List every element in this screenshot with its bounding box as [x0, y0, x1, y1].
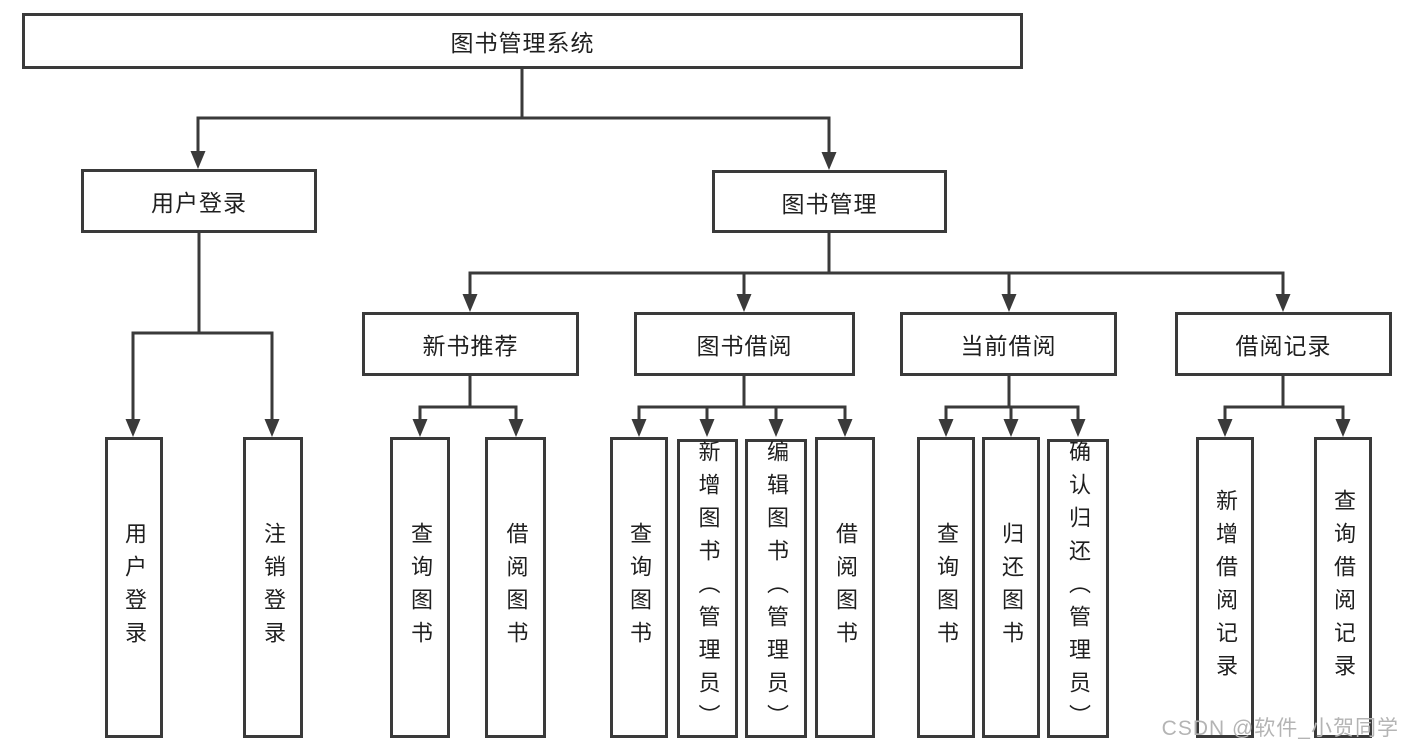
leaf-cb-confirm-return-admin-label: 确认归还（管理员）: [1066, 440, 1091, 737]
leaf-nb-borrow-books: 借阅图书: [485, 437, 546, 738]
leaf-cb-return-books-label: 归还图书: [999, 521, 1024, 654]
node-library-management-system: 图书管理系统: [22, 13, 1023, 69]
leaf-logout: 注销登录: [243, 437, 303, 738]
leaf-cb-confirm-return-admin: 确认归还（管理员）: [1047, 439, 1109, 738]
leaf-cb-query-books-label: 查询图书: [934, 521, 959, 654]
leaf-br-add-borrow-record-label: 新增借阅记录: [1213, 488, 1238, 687]
leaf-bb-add-books-admin-label: 新增图书（管理员）: [695, 440, 721, 737]
leaf-bb-borrow-books-label: 借阅图书: [833, 521, 858, 654]
csdn-watermark: CSDN @软件_小贺同学: [1161, 717, 1399, 740]
node-book-management: 图书管理: [712, 170, 947, 233]
node-user-login-label: 用户登录: [151, 190, 247, 216]
leaf-bb-query-books: 查询图书: [610, 437, 668, 738]
leaf-bb-edit-books-admin: 编辑图书（管理员）: [745, 439, 807, 738]
leaf-user-login-label: 用户登录: [122, 521, 147, 654]
leaf-nb-query-books: 查询图书: [390, 437, 450, 738]
node-user-login: 用户登录: [81, 169, 317, 233]
node-new-book-recommend: 新书推荐: [362, 312, 579, 376]
leaf-bb-add-books-admin: 新增图书（管理员）: [677, 439, 738, 738]
leaf-nb-query-books-label: 查询图书: [408, 521, 433, 654]
node-current-borrowing: 当前借阅: [900, 312, 1117, 376]
leaf-bb-borrow-books: 借阅图书: [815, 437, 875, 738]
node-root-label: 图书管理系统: [450, 30, 595, 56]
leaf-bb-edit-books-admin-label: 编辑图书（管理员）: [764, 440, 789, 737]
leaf-user-login: 用户登录: [105, 437, 163, 738]
node-borrowing-records-label: 借阅记录: [1235, 333, 1332, 359]
leaf-bb-query-books-label: 查询图书: [627, 521, 652, 654]
node-book-management-label: 图书管理: [781, 190, 878, 217]
leaf-cb-return-books: 归还图书: [982, 437, 1040, 738]
leaf-br-query-borrow-record: 查询借阅记录: [1314, 437, 1372, 738]
node-new-book-recommend-label: 新书推荐: [422, 333, 519, 359]
node-book-borrowing: 图书借阅: [634, 312, 855, 376]
leaf-cb-query-books: 查询图书: [917, 437, 975, 738]
leaf-nb-borrow-books-label: 借阅图书: [503, 521, 529, 654]
node-book-borrowing-label: 图书借阅: [696, 333, 793, 359]
node-current-borrowing-label: 当前借阅: [960, 333, 1057, 359]
leaf-br-add-borrow-record: 新增借阅记录: [1196, 437, 1254, 738]
leaf-logout-label: 注销登录: [261, 521, 286, 654]
leaf-br-query-borrow-record-label: 查询借阅记录: [1331, 488, 1356, 687]
node-borrowing-records: 借阅记录: [1175, 312, 1392, 376]
